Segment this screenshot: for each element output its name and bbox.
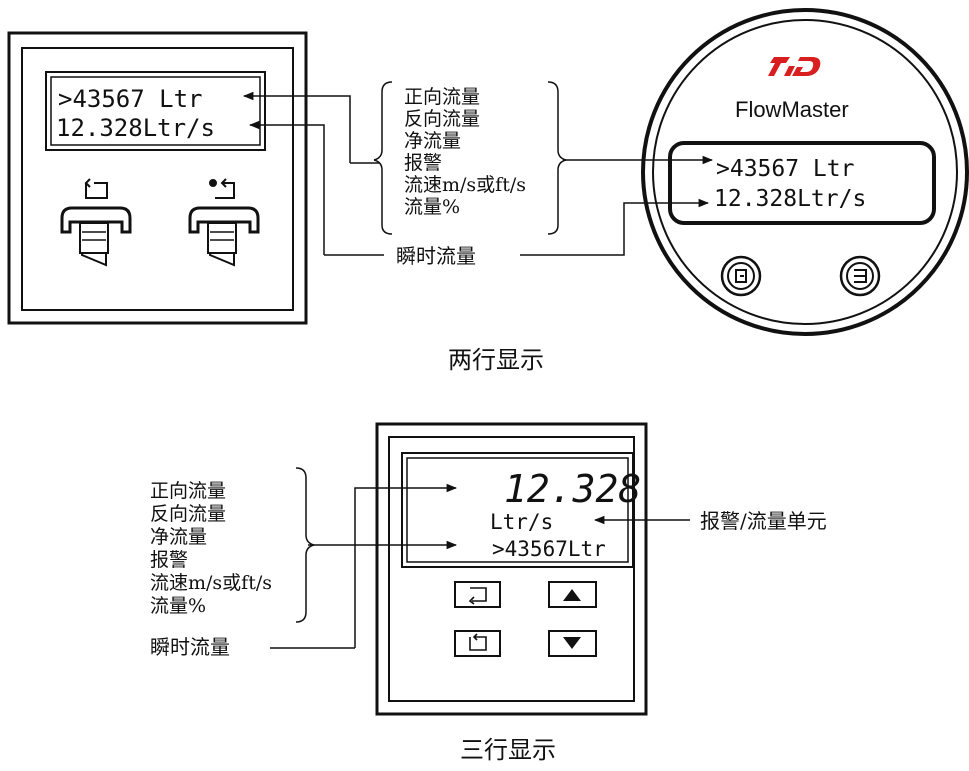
caption-three-line: 三行显示 [460, 736, 556, 764]
return-button[interactable] [454, 630, 501, 657]
return-arrow-icon [469, 633, 487, 651]
round-meter: FlowMaster >43567 Ltr 12.328Ltr/s [641, 8, 969, 336]
lcd-unit-line: Ltr/s [490, 510, 553, 534]
instant-flow-label-top: 瞬时流量 [396, 244, 476, 268]
option-list-top: 正向流量 反向流量 净流量 报警 流速m/s或ft/s 流量% [404, 86, 526, 218]
option-flow-percent: 流量% [150, 595, 206, 617]
toggle-button-right[interactable] [188, 206, 260, 267]
alarm-unit-label: 报警/流量单元 [700, 509, 827, 533]
lcd-big-value: 12.328 [504, 467, 641, 511]
enter-button[interactable] [454, 581, 501, 608]
option-velocity: 流速m/s或ft/s [404, 174, 526, 196]
meter-lcd-line-2: 12.328Ltr/s [714, 186, 866, 212]
enter-arrow-icon [468, 587, 487, 605]
panel-two-line-left: >43567 Ltr 12.328Ltr/s [7, 31, 308, 325]
option-reverse-flow: 反向流量 [404, 108, 480, 130]
option-reverse-flow: 反向流量 [150, 503, 226, 525]
enter-arrow-icon [854, 269, 867, 283]
option-list-bottom: 正向流量 反向流量 净流量 报警 流速m/s或ft/s 流量% [150, 480, 272, 617]
option-alarm: 报警 [404, 152, 442, 174]
lcd-line-2: 12.328Ltr/s [56, 114, 215, 142]
option-net-flow: 净流量 [404, 130, 461, 152]
brace-right-bottom [295, 467, 315, 623]
return-arrow-icon [84, 178, 108, 199]
toggle-button-left[interactable] [60, 206, 132, 267]
lcd-total-line: >43567Ltr [492, 537, 606, 561]
brand-logo-icon [768, 57, 821, 76]
meter-button-enter[interactable] [839, 255, 881, 297]
lcd-line-1: >43567 Ltr [58, 85, 203, 113]
connector-lines-top [242, 91, 714, 256]
option-flow-percent: 流量% [404, 196, 460, 218]
option-net-flow: 净流量 [150, 526, 207, 548]
down-button[interactable] [548, 630, 597, 657]
up-triangle-icon [563, 589, 581, 601]
brace-left-top [373, 81, 393, 235]
option-alarm: 报警 [150, 549, 188, 571]
meter-brand: FlowMaster [735, 97, 849, 122]
instant-flow-label-bottom: 瞬时流量 [150, 635, 230, 659]
caption-two-line: 两行显示 [448, 346, 544, 374]
return-arrow-icon [735, 269, 747, 283]
connector-lines-bottom [270, 483, 690, 649]
option-velocity: 流速m/s或ft/s [150, 572, 272, 594]
enter-arrow-icon [209, 178, 235, 199]
up-button[interactable] [548, 581, 597, 608]
meter-button-return[interactable] [720, 255, 762, 297]
brace-right-top [547, 81, 567, 235]
option-forward-flow: 正向流量 [150, 480, 226, 502]
option-forward-flow: 正向流量 [404, 86, 480, 108]
down-triangle-icon [563, 637, 581, 649]
panel-three-line: 12.328 Ltr/s >43567Ltr [375, 422, 648, 716]
meter-lcd-line-1: >43567 Ltr [716, 156, 854, 182]
